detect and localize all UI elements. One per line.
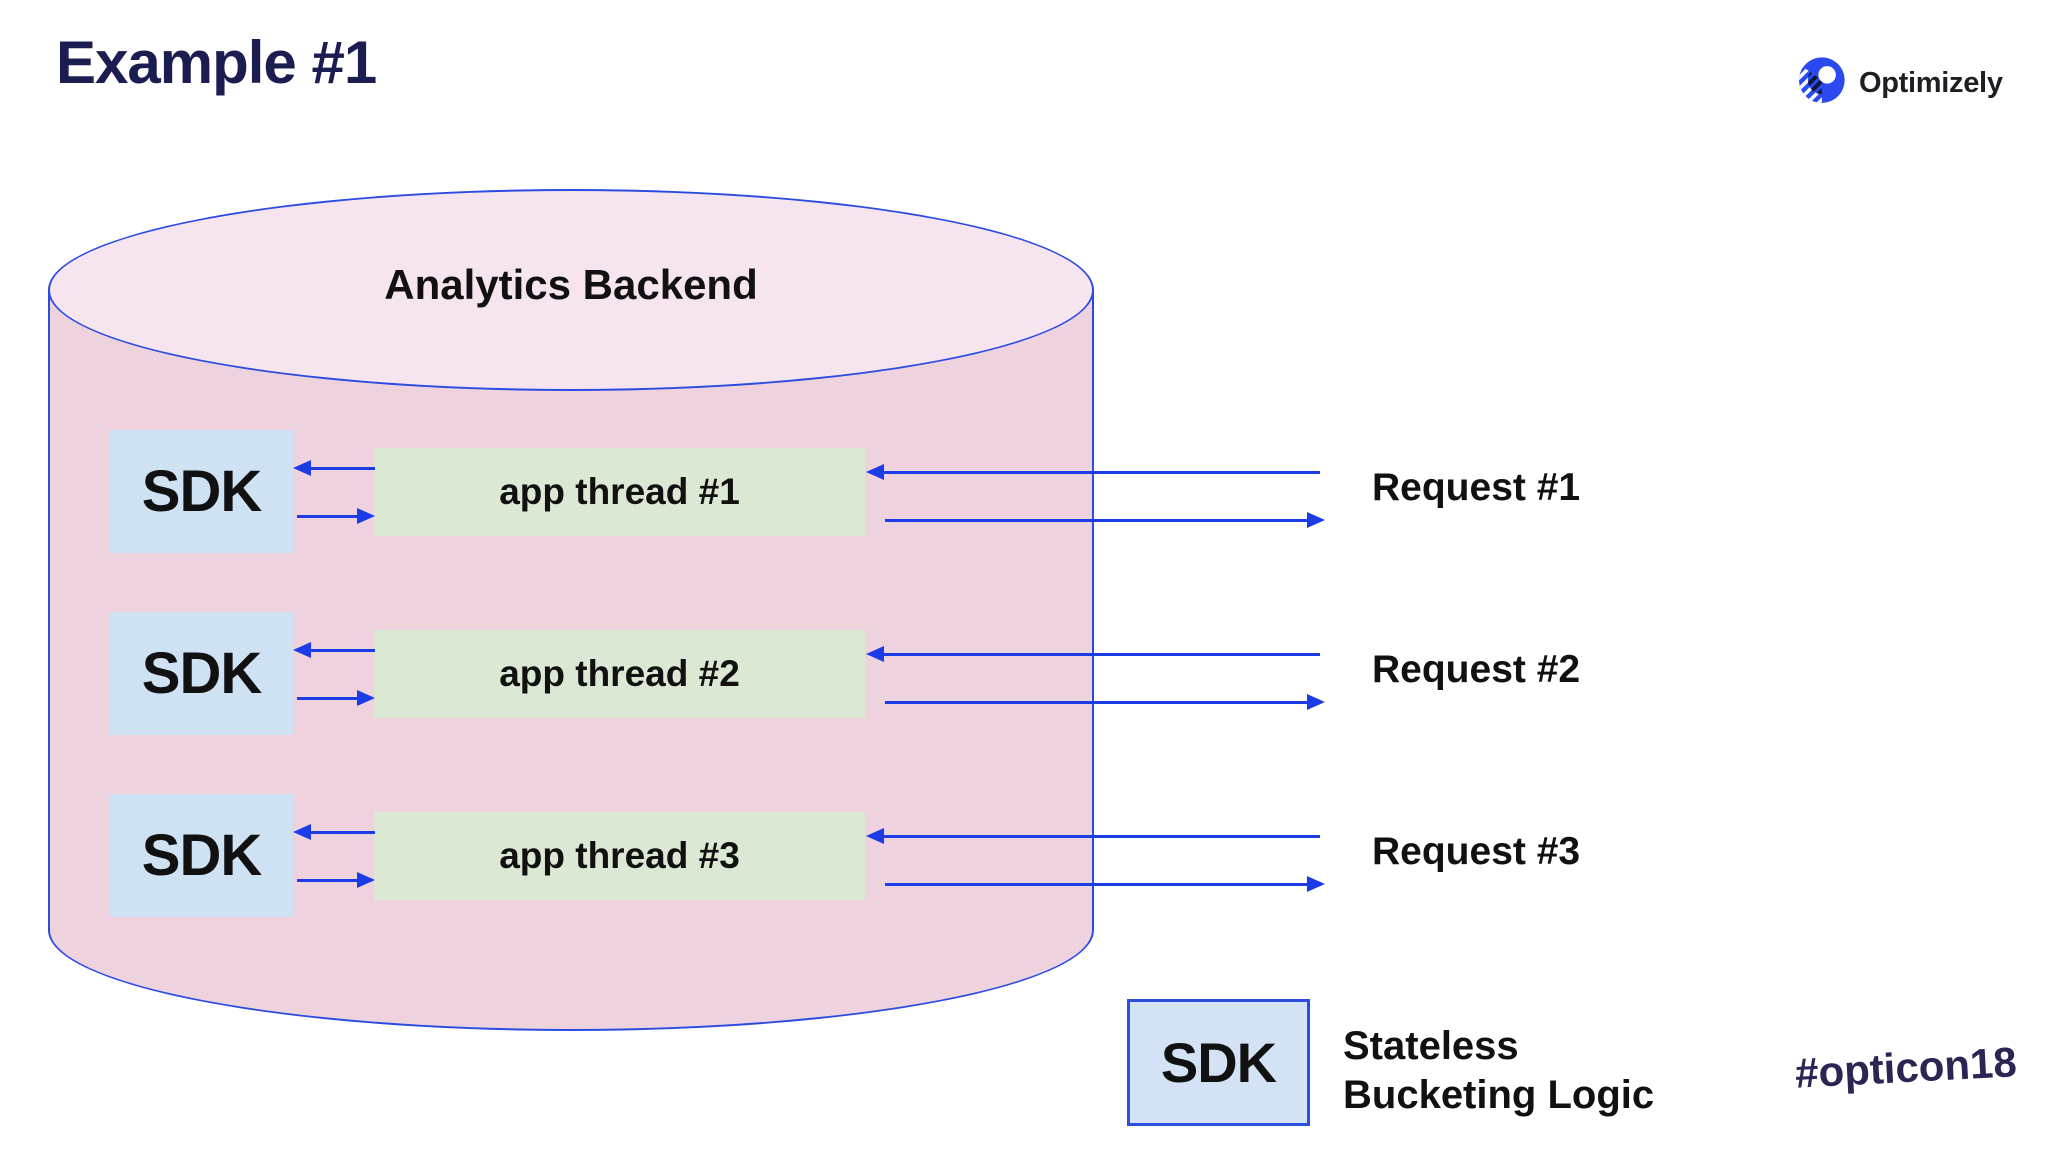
cylinder-top — [48, 189, 1094, 391]
legend-sdk-box: SDK — [1127, 999, 1310, 1126]
arrow-left-icon — [293, 824, 311, 840]
diagram-row-3: SDK app thread #3 Request #3 — [0, 794, 2048, 977]
diagram-row-2: SDK app thread #2 Request #2 — [0, 612, 2048, 795]
arrow-thread-to-sdk-line — [309, 467, 375, 470]
request-label: Request #1 — [1372, 466, 1581, 509]
request-label: Request #3 — [1372, 830, 1581, 873]
arrow-request-in-line — [882, 835, 1320, 838]
arrow-left-icon — [866, 646, 884, 662]
legend-caption: Stateless Bucketing Logic — [1343, 1022, 1654, 1120]
app-thread-box: app thread #1 — [374, 448, 865, 536]
arrow-request-in-line — [882, 471, 1320, 474]
app-thread-box: app thread #2 — [374, 630, 865, 718]
arrow-right-icon — [1307, 694, 1325, 710]
request-label: Request #2 — [1372, 648, 1581, 691]
optimizely-logo-text: Optimizely — [1859, 67, 2003, 99]
arrow-right-icon — [357, 508, 375, 524]
diagram-row-1: SDK app thread #1 Request #1 — [0, 430, 2048, 613]
analytics-backend-label: Analytics Backend — [384, 261, 758, 308]
arrow-left-icon — [866, 828, 884, 844]
arrow-response-out-line — [885, 519, 1309, 522]
arrow-thread-to-sdk-line — [309, 649, 375, 652]
arrow-sdk-to-thread-line — [297, 697, 359, 700]
optimizely-mark-icon — [1793, 52, 1849, 115]
arrow-sdk-to-thread-line — [297, 879, 359, 882]
arrow-right-icon — [1307, 512, 1325, 528]
arrow-sdk-to-thread-line — [297, 515, 359, 518]
arrow-left-icon — [293, 642, 311, 658]
arrow-response-out-line — [885, 883, 1309, 886]
sdk-box: SDK — [110, 430, 293, 553]
hashtag-label: #opticon18 — [1793, 1038, 2018, 1097]
arrow-left-icon — [293, 460, 311, 476]
arrow-left-icon — [866, 464, 884, 480]
arrow-request-in-line — [882, 653, 1320, 656]
arrow-response-out-line — [885, 701, 1309, 704]
arrow-right-icon — [357, 690, 375, 706]
sdk-box: SDK — [110, 612, 293, 735]
optimizely-logo: Optimizely — [1793, 52, 2003, 115]
arrow-thread-to-sdk-line — [309, 831, 375, 834]
app-thread-box: app thread #3 — [374, 812, 865, 900]
legend-caption-line1: Stateless — [1343, 1024, 1519, 1068]
sdk-box: SDK — [110, 794, 293, 917]
page-title: Example #1 — [56, 29, 377, 96]
legend-caption-line2: Bucketing Logic — [1343, 1073, 1655, 1117]
arrow-right-icon — [357, 872, 375, 888]
arrow-right-icon — [1307, 876, 1325, 892]
